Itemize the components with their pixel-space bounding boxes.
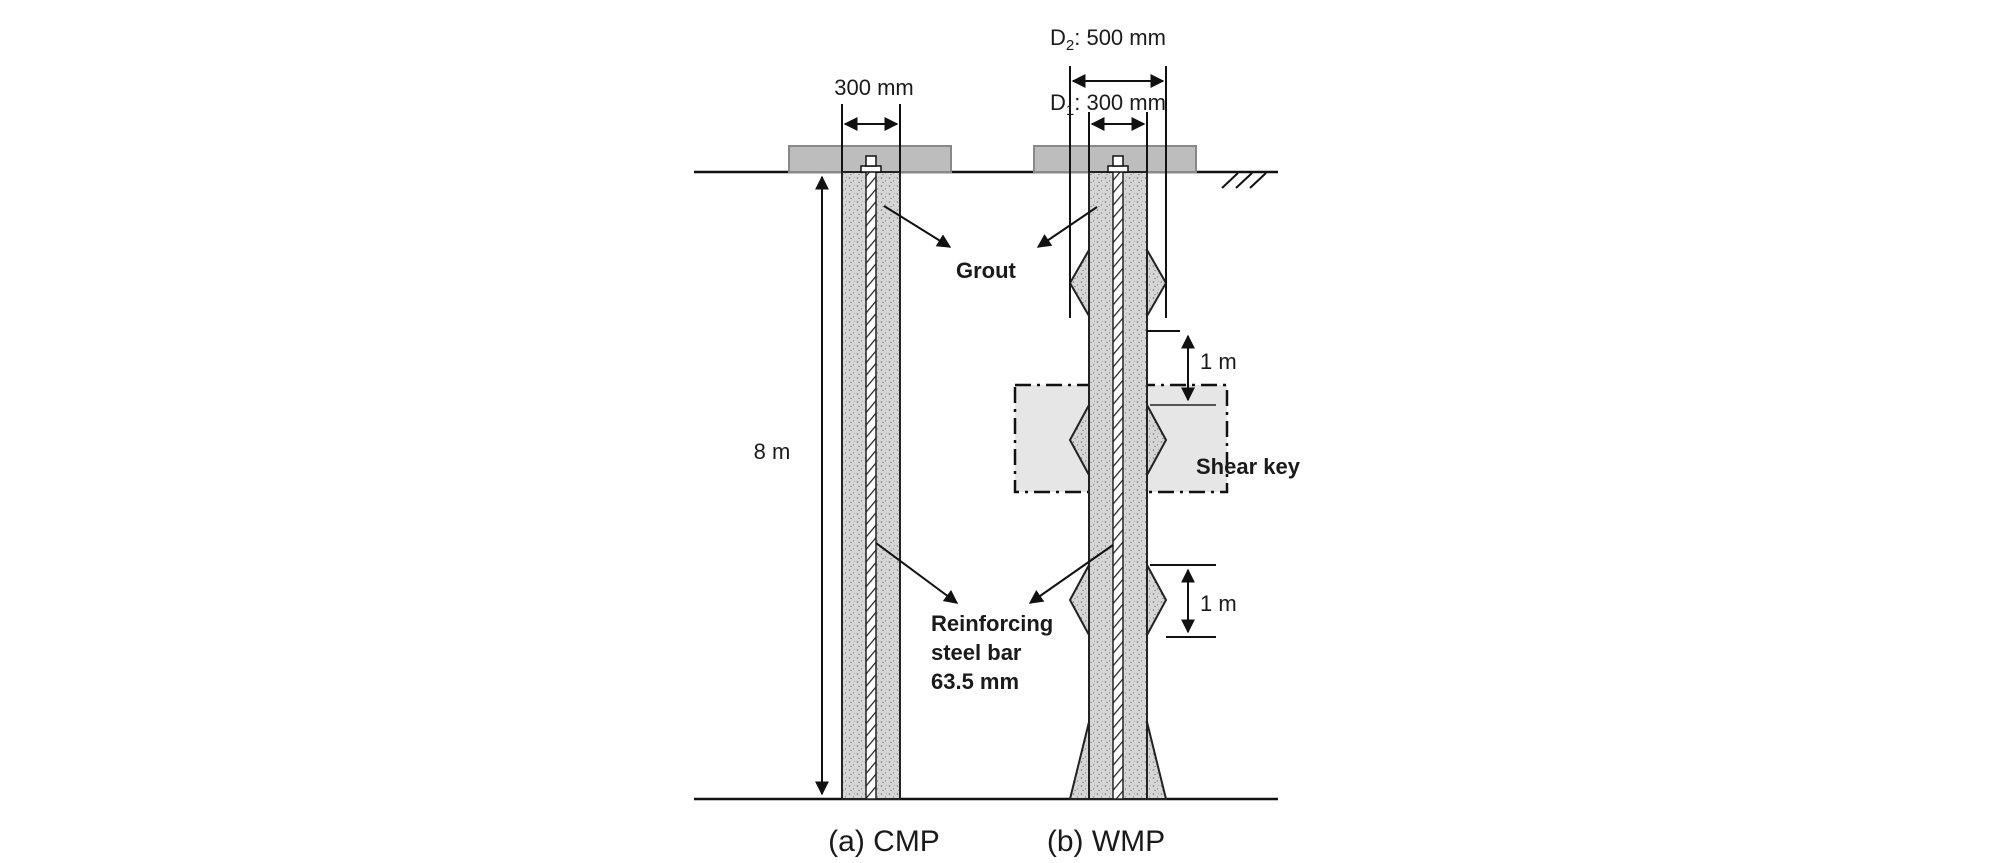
cmp-width-dimension xyxy=(841,104,901,172)
rebar-label-line1: Reinforcing xyxy=(931,611,1053,636)
caption-wmp: (b) WMP xyxy=(1047,825,1165,858)
wmp-rebar xyxy=(1112,169,1124,800)
ground-hatch xyxy=(1221,172,1267,189)
wmp-shear-key-left-1 xyxy=(1068,246,1090,320)
caption-cmp: (a) CMP xyxy=(828,825,940,858)
key-spacing-label-bottom: 1 m xyxy=(1200,591,1237,616)
key-spacing-label-top: 1 m xyxy=(1200,349,1237,374)
wmp-toe-right xyxy=(1146,721,1168,800)
d2-label: D2: 500 mm xyxy=(1050,25,1166,54)
cmp-width-label: 300 mm xyxy=(834,75,913,100)
wmp-shear-key-right-3 xyxy=(1146,564,1168,636)
cmp-bar-nut xyxy=(865,155,877,167)
wmp-shear-key-left-3 xyxy=(1068,564,1090,636)
length-label: 8 m xyxy=(754,439,791,464)
grout-label: Grout xyxy=(956,258,1017,283)
cmp-pile xyxy=(788,145,952,800)
wmp-pile xyxy=(1013,145,1229,800)
d2-dimension xyxy=(1069,66,1167,318)
wmp-bar-plate xyxy=(1107,165,1129,173)
wmp-shear-key-right-2 xyxy=(1146,404,1168,476)
rebar-label-line3: 63.5 mm xyxy=(931,669,1019,694)
wmp-bar-nut xyxy=(1112,155,1124,167)
cmp-rebar xyxy=(865,169,877,800)
wmp-shear-key-left-2 xyxy=(1068,404,1090,476)
wmp-shear-key-right-1 xyxy=(1146,246,1168,320)
key-spacing-dimension-bottom xyxy=(1150,564,1216,638)
grout-leaders xyxy=(883,205,1098,248)
d1-dimension xyxy=(1088,112,1148,172)
key-spacing-dimension-top xyxy=(1147,330,1216,406)
cmp-bar-plate xyxy=(860,165,882,173)
rebar-label-line2: steel bar xyxy=(931,640,1022,665)
wmp-toe-left xyxy=(1068,721,1090,800)
rebar-leaders xyxy=(875,542,1114,604)
d1-label: D1: 300 mm xyxy=(1050,90,1166,119)
shear-key-label: Shear key xyxy=(1196,454,1301,479)
